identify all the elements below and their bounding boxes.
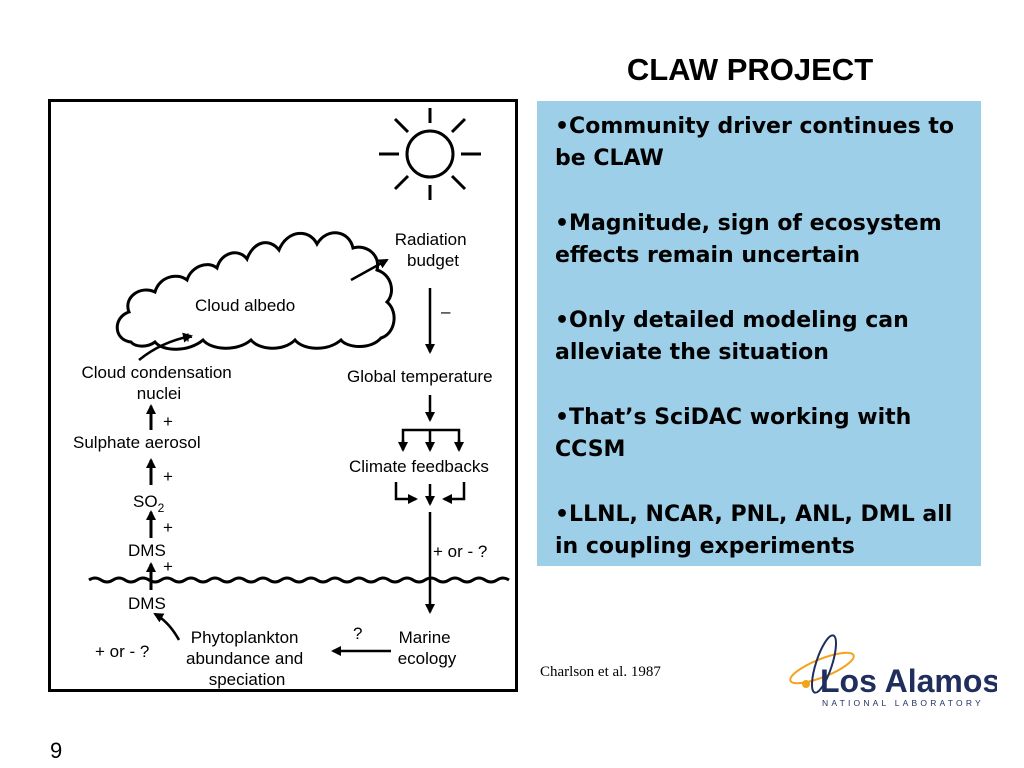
dms-air-label: DMS	[128, 541, 166, 560]
marine-ecology-label: Marine ecology	[398, 628, 457, 668]
global-temperature-label: Global temperature	[347, 367, 493, 386]
phytoplankton-label: Phytoplankton abundance and speciation	[186, 628, 308, 689]
sea-surface-line	[88, 576, 510, 584]
dms-sea-label: DMS	[128, 594, 166, 613]
logo-subtitle: NATIONAL LABORATORY	[822, 698, 984, 708]
sun-icon	[379, 108, 481, 200]
sulphate-aerosol-label: Sulphate aerosol	[73, 433, 201, 452]
climate-feedbacks-label: Climate feedbacks	[349, 457, 489, 476]
bullet-item: •That’s SciDAC working with CCSM	[555, 405, 912, 462]
so2-label: SO2	[133, 492, 165, 515]
phytoplankton-to-dms-arrow	[153, 612, 181, 641]
claw-diagram-svg: Cloud albedo Radiation budget – Global t…	[73, 108, 510, 689]
plus-or-minus-right: + or - ?	[433, 542, 487, 561]
los-alamos-logo: Los Alamos NATIONAL LABORATORY	[789, 634, 997, 708]
page-number: 9	[50, 738, 63, 763]
radiation-budget-label: Radiation budget	[395, 230, 472, 270]
ccn-label: Cloud condensation nuclei	[81, 363, 236, 403]
citation: Charlson et al. 1987	[540, 664, 661, 680]
logo-name: Los Alamos	[820, 663, 997, 699]
bullet-item: •Only detailed modeling can alleviate th…	[555, 308, 909, 365]
slide-title: CLAW PROJECT	[626, 52, 874, 87]
plus-or-minus-left: + or - ?	[95, 642, 149, 661]
plus-sign-sulphate: +	[163, 412, 173, 431]
atom-orbit-icon	[789, 634, 855, 694]
question-sign: ?	[353, 624, 362, 643]
claw-diagram: Cloud albedo Radiation budget – Global t…	[48, 99, 518, 692]
bullet-item: •Community driver continues to be CLAW	[555, 114, 954, 171]
albedo-to-radiation-arrow	[350, 258, 389, 282]
plus-sign-ccn: +	[183, 328, 193, 347]
feedback-split-arrows	[398, 428, 464, 452]
plus-sign-dms: +	[163, 518, 173, 537]
cloud-albedo-label: Cloud albedo	[195, 296, 295, 315]
plus-sign-dms-sea: +	[163, 557, 173, 576]
minus-sign: –	[441, 302, 451, 321]
feedback-merge-arrows	[394, 482, 466, 506]
plus-sign-so2: +	[163, 467, 173, 486]
bullet-item: •Magnitude, sign of ecosystem effects re…	[555, 211, 942, 268]
cloud-shape	[115, 231, 396, 351]
bullet-panel: •Community driver continues to be CLAW •…	[537, 101, 981, 566]
bullet-item: •LLNL, NCAR, PNL, ANL, DML all in coupli…	[555, 502, 953, 559]
ccn-to-cloud-arrow	[138, 332, 193, 361]
